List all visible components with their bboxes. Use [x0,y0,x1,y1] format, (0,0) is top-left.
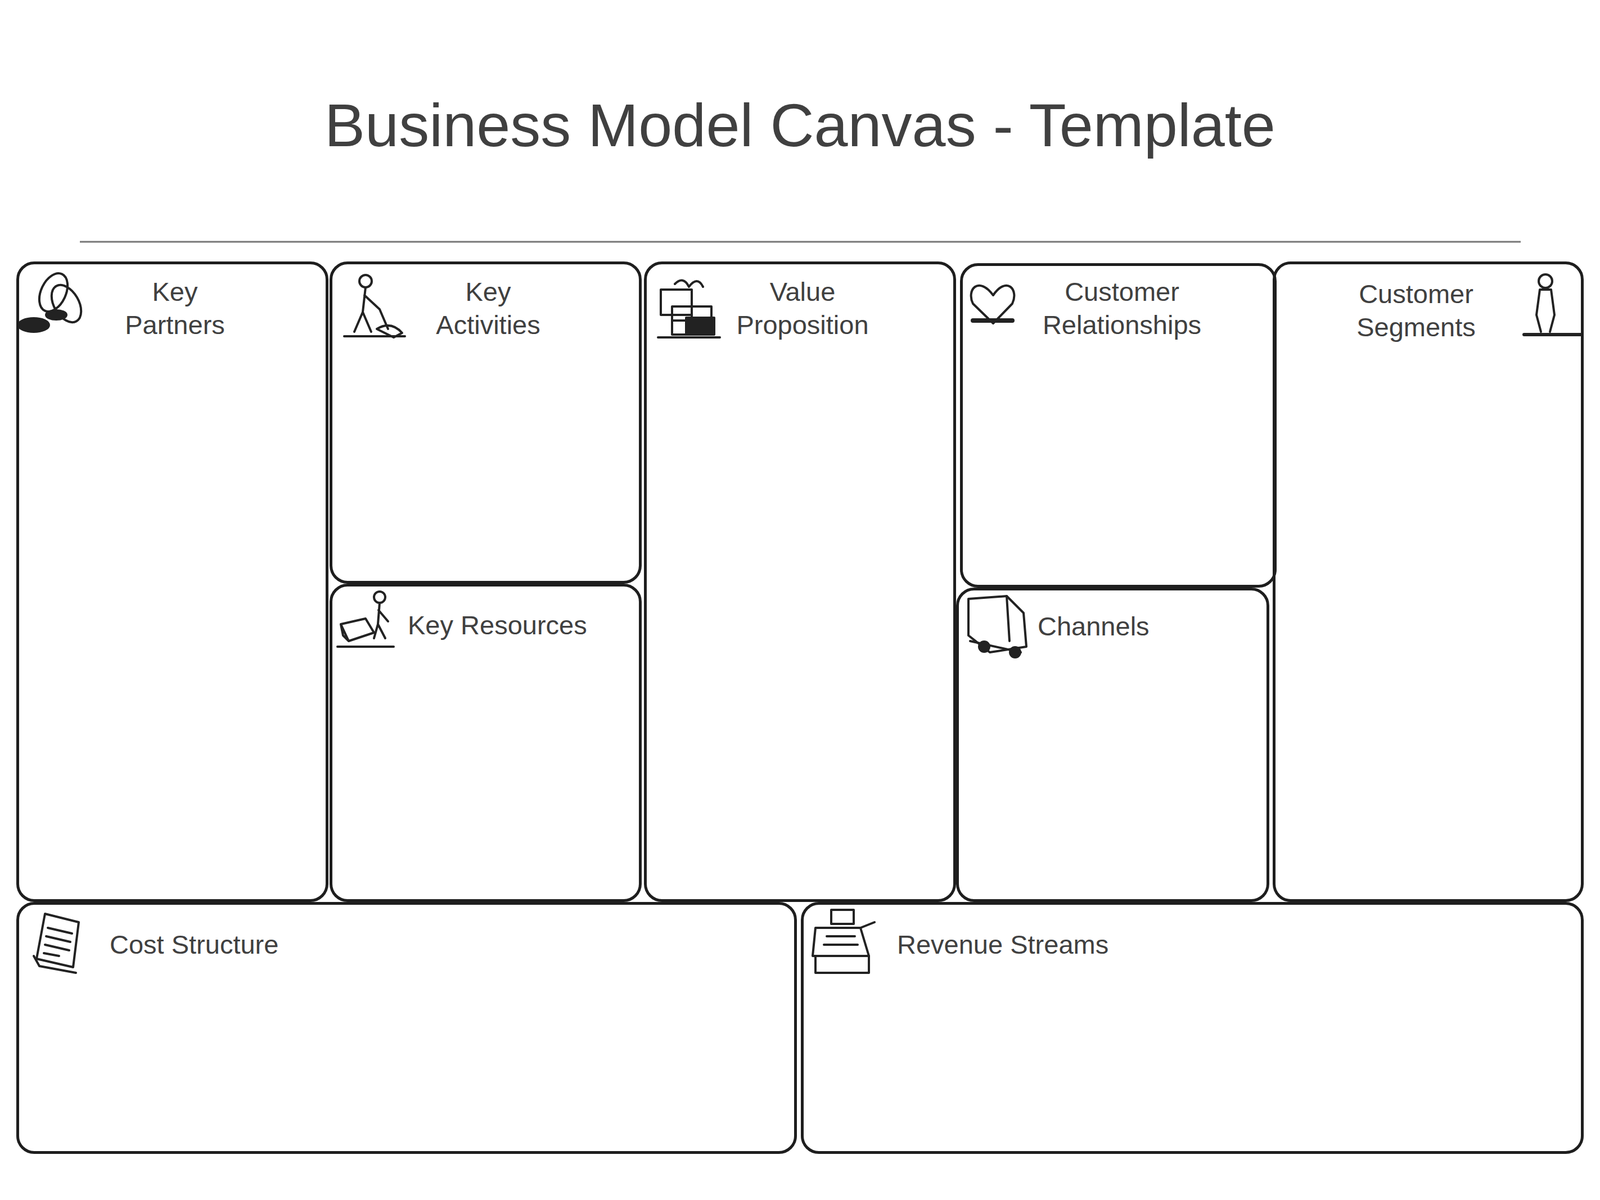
truck-icon [968,596,1027,658]
canvas-block: Customer Relationships [960,263,1277,588]
canvas-block: Key Resources [329,583,642,903]
block-heading: Key Resources [407,609,588,643]
chain-icon [18,268,88,332]
canvas-title: Business Model Canvas - Template [0,89,1600,161]
block-heading: Customer Segments [1356,277,1476,345]
block-heading: Key Partners [124,275,225,342]
canvas-block: Customer Segments [1272,261,1584,903]
resources-icon [337,591,394,647]
canvas-block: Revenue Streams [800,902,1584,1155]
document-icon [33,913,79,973]
worker-icon [344,275,405,338]
canvas-block: Cost Structure [16,902,797,1155]
canvas-block: Value Proposition [643,261,957,903]
canvas-block: Key Activities [329,261,642,584]
block-heading: Key Activities [435,275,540,342]
customer-icon [1524,274,1581,335]
gift-icon [657,280,720,338]
block-heading: Cost Structure [109,928,279,962]
block-heading: Channels [1037,610,1150,644]
title-rule [79,241,1521,243]
heart-icon [971,285,1015,324]
block-heading: Revenue Streams [897,928,1109,962]
canvas-block: Channels [956,587,1270,903]
canvas-block: Key Partners [16,261,329,903]
register-icon [812,909,875,973]
block-heading: Customer Relationships [1042,275,1202,342]
block-heading: Value Proposition [736,275,869,342]
